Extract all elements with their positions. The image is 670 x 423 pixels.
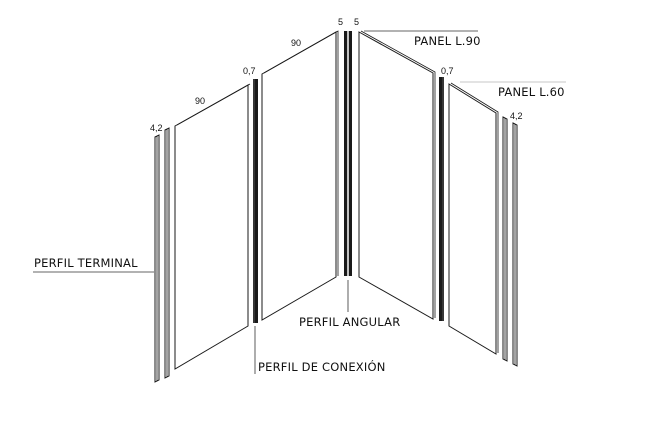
dim-panel-center-left: 90 (291, 38, 301, 48)
label-perfil-angular: PERFIL ANGULAR (299, 315, 400, 329)
dim-panel-left: 90 (195, 96, 205, 106)
connection-profile-right (439, 77, 444, 321)
panel-left (164, 83, 251, 379)
panel-right (448, 82, 499, 355)
panel-center-right (358, 30, 436, 320)
dim-angular-right: 5 (354, 17, 359, 27)
label-panel-l60: PANEL L.60 (498, 85, 565, 99)
dim-terminal-left: 4,2 (150, 123, 163, 133)
panel-center-left (261, 30, 339, 321)
angular-profile (344, 31, 352, 276)
connection-profile-left (253, 79, 258, 323)
terminal-profile-left (154, 134, 160, 383)
dim-angular-left: 5 (338, 17, 343, 27)
terminal-profile-right (502, 116, 518, 367)
label-perfil-conexion: PERFIL DE CONEXIÓN (258, 359, 386, 374)
dim-connector-left: 0,7 (243, 66, 256, 76)
label-perfil-terminal: PERFIL TERMINAL (34, 256, 138, 270)
label-panel-l90: PANEL L.90 (414, 34, 481, 48)
dim-terminal-right: 4,2 (510, 111, 523, 121)
dim-connector-right: 0,7 (441, 66, 454, 76)
